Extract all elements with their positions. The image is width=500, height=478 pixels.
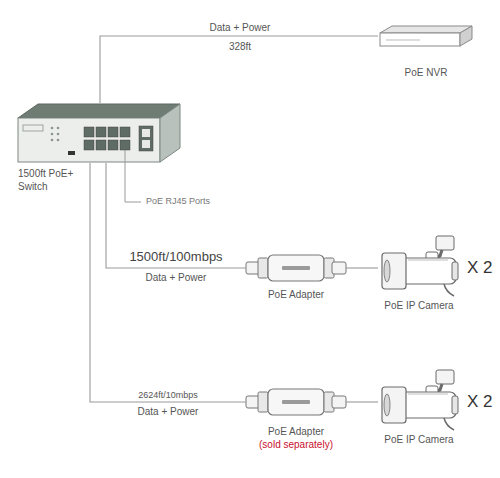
cable-spec: 2624ft/10mbps [136, 390, 200, 400]
callout-label: PoE RJ45 Ports [144, 196, 212, 206]
node-label: PoE NVR [405, 67, 448, 80]
leader-line [125, 150, 141, 202]
camera-node: PoE IP Camera [378, 236, 460, 300]
node-caption: PoE Adapter(sold separately) [259, 426, 333, 451]
node-caption: PoE IP Camera [384, 300, 453, 313]
nvr-front [380, 33, 460, 46]
switch-front [18, 118, 160, 162]
cable-length: 328ft [227, 41, 253, 53]
switch-top [18, 104, 180, 118]
node-label: PoE Adapter [259, 426, 333, 439]
adapter-drawing [246, 389, 346, 415]
adapter-node: PoE Adapter(sold separately) [246, 389, 346, 415]
cable-line [100, 36, 378, 103]
cable-line [346, 267, 378, 268]
switch-drawing [18, 104, 180, 202]
adapter-node: PoE Adapter [246, 255, 346, 281]
node-caption: PoE NVR [405, 67, 448, 80]
quantity: X 2 [465, 392, 495, 412]
cable-line [106, 163, 246, 268]
node-caption: 1500ft PoE+ Switch [18, 168, 82, 193]
node-label: PoE IP Camera [384, 300, 453, 313]
switch-button [68, 151, 75, 155]
node-caption: PoE Adapter [268, 289, 324, 302]
cable-line [346, 401, 378, 402]
camera-drawing [382, 236, 458, 296]
nvr-drawing [380, 26, 472, 46]
nvr-side [460, 26, 472, 46]
cable-spec: 1500ft/100mbps [127, 250, 224, 265]
nvr-top [380, 26, 472, 33]
edge-label: Data + Power [136, 406, 201, 418]
node-note: (sold separately) [259, 439, 333, 452]
nvr-detail [386, 40, 420, 41]
switch-leds [51, 127, 60, 142]
node-label: PoE IP Camera [384, 434, 453, 447]
switch-side [160, 104, 180, 162]
node-caption: PoE IP Camera [384, 434, 453, 447]
uplink-openings [142, 129, 150, 148]
quantity: X 2 [465, 258, 495, 278]
adapter-drawing [246, 255, 346, 281]
edge-label: Data + Power [144, 272, 209, 284]
switch-node: 1500ft PoE+ Switch [18, 103, 180, 163]
switch-logo [23, 125, 43, 131]
node-label: PoE Adapter [268, 289, 324, 302]
cable-line [90, 163, 246, 402]
nvr-node: PoE NVR [378, 25, 474, 47]
node-label: 1500ft PoE+ Switch [18, 168, 82, 193]
camera-drawing [382, 370, 458, 430]
rj45-ports [84, 126, 153, 151]
camera-node: PoE IP Camera [378, 370, 460, 434]
edge-label: Data + Power [208, 22, 273, 34]
